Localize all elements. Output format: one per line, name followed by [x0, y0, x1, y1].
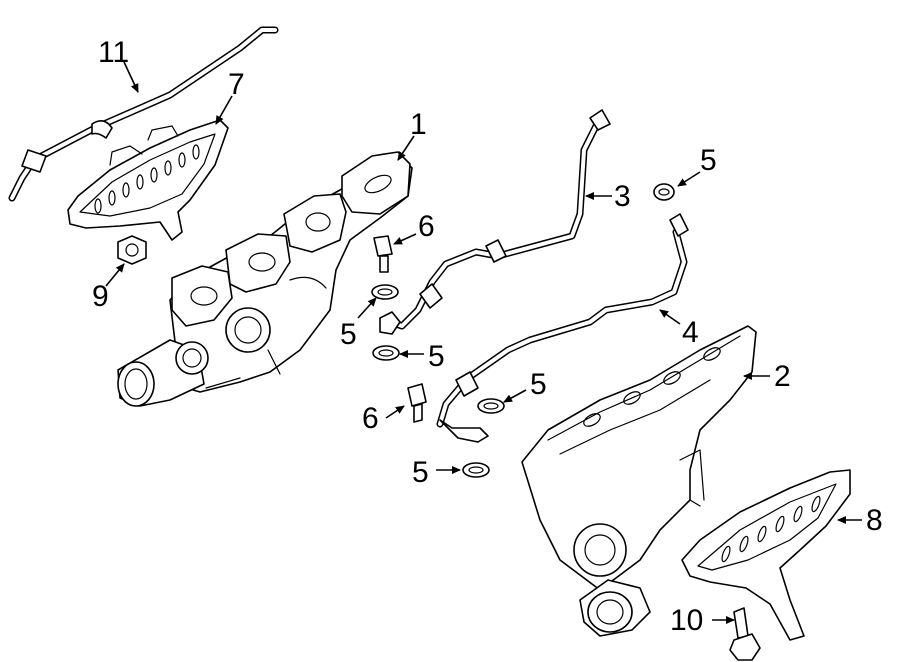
callout-5-top-right: 5 [700, 144, 717, 177]
part-5-washers[interactable] [371, 183, 675, 478]
callout-leaders [105, 61, 862, 624]
part-4-return-line[interactable] [436, 213, 689, 443]
part-9-nut[interactable] [117, 235, 147, 265]
callout-2: 2 [774, 360, 791, 393]
callout-5-bottom: 5 [412, 456, 429, 489]
part-10-bolt[interactable] [729, 607, 761, 661]
part-1-turbo-manifold[interactable] [117, 151, 413, 407]
callout-8: 8 [866, 504, 883, 537]
callout-1: 1 [410, 108, 427, 141]
callout-6-upper: 6 [418, 210, 435, 243]
callout-3: 3 [614, 180, 631, 213]
part-6-stud-lower[interactable] [407, 383, 427, 423]
callout-6-lower: 6 [362, 402, 379, 435]
part-11-tube[interactable] [8, 26, 279, 202]
part-6-stud-upper[interactable] [373, 235, 393, 273]
part-3-oil-line[interactable] [379, 109, 611, 335]
callout-5-left-upper: 5 [340, 318, 357, 351]
part-7-heat-shield[interactable] [67, 119, 229, 241]
callout-labels: 11 7 1 5 3 6 9 4 5 5 2 5 6 5 8 10 [92, 36, 883, 637]
callout-10: 10 [670, 604, 703, 637]
part-2-turbo-manifold[interactable] [521, 325, 757, 637]
callout-4: 4 [682, 316, 699, 349]
callout-7: 7 [228, 68, 245, 101]
callout-5-left-lower: 5 [428, 340, 445, 373]
callout-11: 11 [98, 36, 129, 69]
callout-5-middle: 5 [530, 368, 547, 401]
part-8-heat-shield[interactable] [681, 469, 851, 641]
callout-9: 9 [92, 280, 109, 313]
